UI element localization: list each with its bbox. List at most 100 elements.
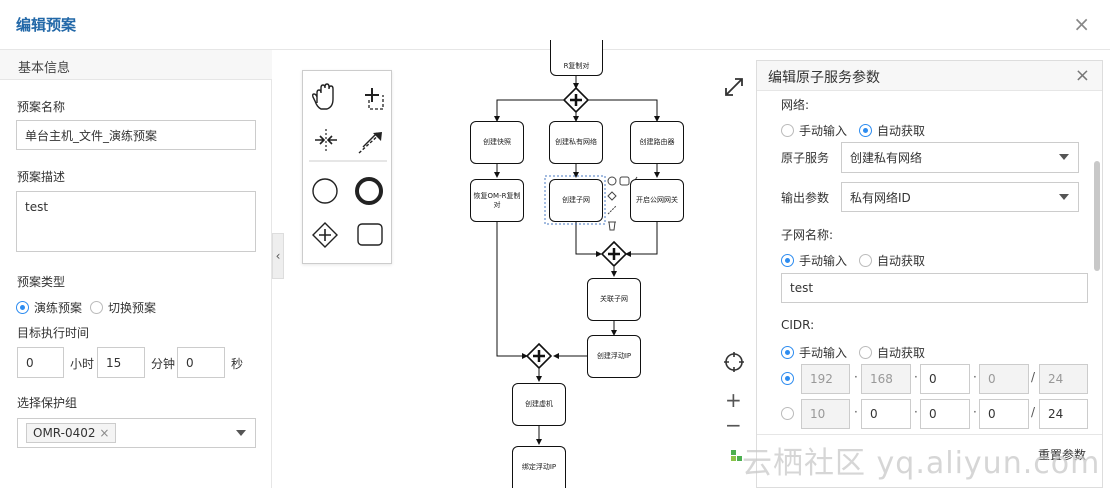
cidr2-octet-1[interactable]: 10 xyxy=(801,399,850,429)
zoom-out-icon[interactable]: − xyxy=(725,413,742,437)
panel-close-icon[interactable]: × xyxy=(1074,65,1090,86)
radio-label: 自动获取 xyxy=(877,346,926,360)
cidr2-prefix[interactable]: 24 xyxy=(1039,399,1088,429)
cidr-row1-radio[interactable] xyxy=(781,372,794,385)
radio-unchecked-icon xyxy=(859,254,872,267)
output-param-select[interactable]: 私有网络ID xyxy=(841,182,1079,212)
slash-separator: / xyxy=(1031,405,1036,419)
section-title: 基本信息 xyxy=(18,61,71,76)
radio-label: 自动获取 xyxy=(877,254,926,268)
gateway-icon[interactable] xyxy=(312,222,338,248)
shape-palette xyxy=(302,70,392,264)
minute-input[interactable]: 0 xyxy=(177,347,225,378)
radio-switch-plan[interactable]: 切换预案 xyxy=(90,299,156,316)
subnet-auto-radio[interactable]: 自动获取 xyxy=(859,252,925,269)
reset-params-button[interactable]: 重置参数 xyxy=(1037,448,1086,462)
radio-label: 切换预案 xyxy=(108,301,157,315)
subnet-name-input[interactable]: test xyxy=(781,273,1088,303)
dot-separator: · xyxy=(854,405,858,419)
cidr-row2-radio[interactable] xyxy=(781,407,794,420)
dot-separator: · xyxy=(914,405,918,419)
gateway-parallel-2[interactable] xyxy=(600,240,628,268)
cidr-label: CIDR: xyxy=(781,318,815,332)
watermark: 云栖社区 yq.aliyun.com xyxy=(742,446,1101,481)
gateway-parallel-1[interactable] xyxy=(562,86,590,114)
cidr2-octet-4[interactable]: 0 xyxy=(979,399,1029,429)
radio-label: 手动输入 xyxy=(799,124,848,138)
cidr1-octet-4[interactable]: 0 xyxy=(979,364,1029,394)
cidr1-prefix[interactable]: 24 xyxy=(1039,364,1088,394)
cidr-manual-radio[interactable]: 手动输入 xyxy=(781,344,847,361)
plan-desc-label: 预案描述 xyxy=(17,170,66,184)
hour-unit: 小时 xyxy=(70,357,95,371)
minute-unit: 分钟 xyxy=(151,357,176,371)
radio-label: 手动输入 xyxy=(799,346,848,360)
atom-service-label: 原子服务 xyxy=(781,151,830,165)
flow-node-create-vm[interactable]: 创建虚机 xyxy=(512,383,566,426)
append-task-icon[interactable] xyxy=(619,176,630,186)
task-icon[interactable] xyxy=(357,223,383,246)
flow-node-floating-ip[interactable]: 创建浮动IP xyxy=(587,335,641,378)
subnet-manual-radio[interactable]: 手动输入 xyxy=(781,252,847,269)
hand-tool-icon[interactable] xyxy=(311,83,334,110)
flow-node-associate-subnet[interactable]: 关联子网 xyxy=(587,278,641,321)
radio-checked-icon xyxy=(781,346,794,359)
network-auto-radio[interactable]: 自动获取 xyxy=(859,122,925,139)
dot-separator: · xyxy=(973,405,977,419)
flow-node-public-gateway[interactable]: 开启公网网关 xyxy=(630,179,684,222)
cidr1-octet-2[interactable]: 168 xyxy=(861,364,911,394)
protect-group-label: 选择保护组 xyxy=(17,396,78,410)
flow-node-subnet[interactable]: 创建子网 xyxy=(549,179,603,222)
basic-info-panel: 基本信息 预案名称 单台主机_文件_演练预案 预案描述 test 预案类型 演练… xyxy=(0,50,272,488)
day-input[interactable]: 0 xyxy=(17,347,64,378)
connect-icon[interactable] xyxy=(607,205,617,215)
plan-desc-textarea[interactable]: test xyxy=(16,191,256,252)
gateway-parallel-3[interactable] xyxy=(525,342,553,370)
flow-node-snapshot[interactable]: 创建快照 xyxy=(470,121,524,164)
radio-unchecked-icon xyxy=(859,346,872,359)
append-gateway-icon[interactable] xyxy=(607,191,617,201)
end-event-icon[interactable] xyxy=(355,177,383,205)
network-manual-radio[interactable]: 手动输入 xyxy=(781,122,847,139)
hour-input[interactable]: 15 xyxy=(97,347,145,378)
slash-separator: / xyxy=(1031,370,1036,384)
atom-service-select[interactable]: 创建私有网络 xyxy=(841,142,1079,173)
reset-view-icon[interactable] xyxy=(722,350,746,374)
flow-node-private-network[interactable]: 创建私有网络 xyxy=(549,121,603,164)
minimap-icon[interactable] xyxy=(731,450,743,462)
lasso-tool-icon[interactable] xyxy=(365,88,384,110)
radio-label: 自动获取 xyxy=(877,124,926,138)
panel-scrollbar[interactable] xyxy=(1094,161,1100,271)
connect-tool-icon[interactable] xyxy=(358,132,382,154)
radio-drill-plan[interactable]: 演练预案 xyxy=(16,299,82,316)
dot-separator: · xyxy=(914,370,918,384)
plan-name-input[interactable]: 单台主机_文件_演练预案 xyxy=(16,120,256,150)
cidr2-octet-3[interactable]: 0 xyxy=(920,399,970,429)
zoom-in-icon[interactable]: + xyxy=(725,388,742,412)
plan-name-label: 预案名称 xyxy=(17,100,66,114)
cidr1-octet-3[interactable]: 0 xyxy=(920,364,970,394)
collapse-panel-icon[interactable]: ‹ xyxy=(272,233,284,279)
radio-unchecked-icon xyxy=(781,124,794,137)
chevron-down-icon xyxy=(236,430,246,436)
flow-node-router[interactable]: 创建路由器 xyxy=(630,121,684,164)
cidr-auto-radio[interactable]: 自动获取 xyxy=(859,344,925,361)
panel-footer-divider xyxy=(757,434,1102,435)
tag-close-icon[interactable]: × xyxy=(99,426,110,440)
flow-node-restore-replica[interactable]: 恢复OM-R复制对 xyxy=(470,179,524,222)
protect-group-select[interactable]: OMR-0402 × xyxy=(17,418,256,448)
flow-node-replica-top[interactable]: R复制对 xyxy=(550,40,603,76)
space-tool-icon[interactable] xyxy=(315,129,337,151)
start-event-icon[interactable] xyxy=(312,178,338,204)
delete-trash-icon[interactable] xyxy=(608,221,616,231)
cidr2-octet-2[interactable]: 0 xyxy=(861,399,911,429)
flow-node-bind-floating-ip[interactable]: 绑定浮动IP xyxy=(512,446,566,488)
cidr1-octet-1[interactable]: 192 xyxy=(801,364,850,394)
close-icon[interactable]: × xyxy=(1073,12,1090,36)
subnet-name-label: 子网名称: xyxy=(781,228,834,242)
atom-service-value: 创建私有网络 xyxy=(850,151,923,165)
radio-checked-icon xyxy=(781,254,794,267)
append-end-event-icon[interactable] xyxy=(607,176,617,186)
fullscreen-icon[interactable] xyxy=(722,75,746,99)
plan-type-label: 预案类型 xyxy=(17,275,66,289)
